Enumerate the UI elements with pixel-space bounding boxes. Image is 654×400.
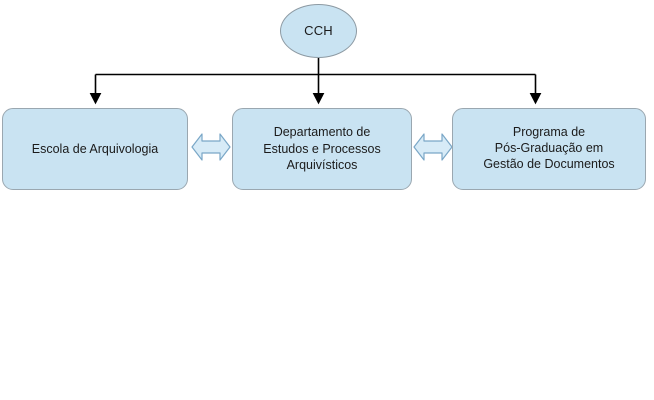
node-departamento-estudos-processos[interactable]: Departamento de Estudos e Processos Arqu…	[232, 108, 412, 190]
node-cch[interactable]: CCH	[280, 4, 357, 58]
node-programa-pos-graduacao[interactable]: Programa de Pós-Graduação em Gestão de D…	[452, 108, 646, 190]
node-departamento-label: Departamento de Estudos e Processos Arqu…	[263, 124, 381, 173]
bidirectional-arrow-left	[191, 133, 231, 161]
bidirectional-arrow-right	[413, 133, 453, 161]
node-escola-de-arquivologia[interactable]: Escola de Arquivologia	[2, 108, 188, 190]
node-escola-label: Escola de Arquivologia	[31, 141, 159, 156]
node-programa-label: Programa de Pós-Graduação em Gestão de D…	[483, 124, 615, 172]
node-cch-label: CCH	[304, 22, 333, 38]
